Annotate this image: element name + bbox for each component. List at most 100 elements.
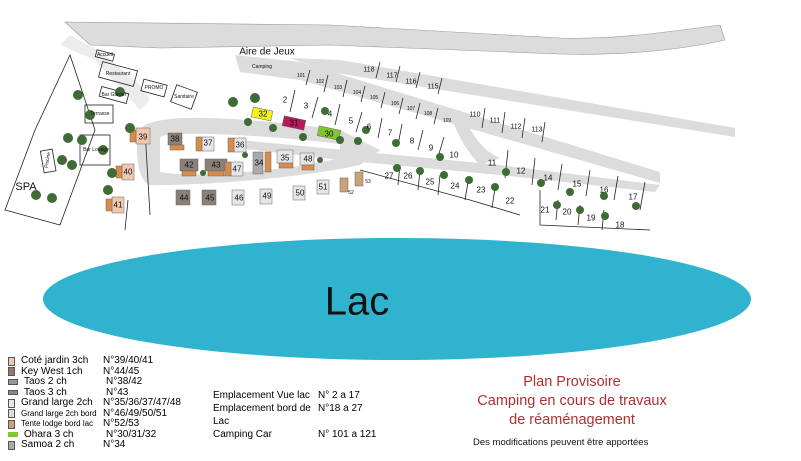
- chalet-42[interactable]: 42: [184, 160, 194, 170]
- pitch-12[interactable]: 12: [516, 166, 526, 176]
- notice-line-3: de réaménagement: [509, 412, 635, 428]
- ohara-icon: [8, 432, 18, 438]
- chalet-39[interactable]: 39: [138, 132, 148, 142]
- camper-pitch-110[interactable]: 110: [469, 111, 481, 119]
- chalet-41[interactable]: 41: [113, 200, 123, 210]
- camper-pitch-111[interactable]: 111: [489, 117, 501, 125]
- grand-large-icon: [8, 398, 15, 408]
- pitch-19[interactable]: 19: [586, 213, 596, 223]
- pitch-18[interactable]: 18: [615, 220, 625, 230]
- pitch-3[interactable]: 3: [303, 101, 309, 111]
- pitch-21[interactable]: 21: [540, 205, 550, 215]
- pitch-15[interactable]: 15: [572, 179, 582, 189]
- pitch-14[interactable]: 14: [543, 173, 553, 183]
- camper-pitch-107[interactable]: 107: [406, 106, 416, 112]
- upper-road: [290, 58, 735, 137]
- lake: [43, 238, 751, 360]
- pitch-25[interactable]: 25: [425, 177, 435, 187]
- chalet-32[interactable]: 32: [258, 109, 268, 119]
- camper-pitch-101[interactable]: 101: [296, 73, 306, 79]
- chalet-40[interactable]: 40: [123, 167, 133, 177]
- camper-pitch-113[interactable]: 113: [531, 126, 543, 134]
- pitch-26[interactable]: 26: [403, 171, 413, 181]
- chalet-46[interactable]: 46: [234, 193, 244, 203]
- camper-pitch-115[interactable]: 115: [427, 83, 439, 91]
- chalet-49[interactable]: 49: [262, 191, 272, 201]
- chalet-36[interactable]: 36: [235, 140, 245, 150]
- pitch-dividers: [289, 61, 646, 231]
- chalet-34[interactable]: 34: [254, 158, 264, 168]
- modifications-note: Des modifications peuvent être apportées: [473, 437, 649, 448]
- terrasse-label: Terrasse: [90, 111, 110, 117]
- taos-2-icon: [8, 379, 18, 386]
- chalet-53[interactable]: 53: [365, 179, 371, 185]
- bar-glacier-label: Bar Glacier: [101, 92, 127, 98]
- chalet-38[interactable]: 38: [170, 134, 180, 144]
- pitch-16[interactable]: 16: [599, 185, 609, 195]
- pitch-11[interactable]: 11: [487, 158, 497, 168]
- pitch-10[interactable]: 10: [449, 150, 459, 160]
- spa-label: SPA: [15, 181, 37, 193]
- grand-large-bord-icon: [8, 409, 15, 419]
- pitch-6[interactable]: 6: [366, 122, 372, 132]
- chalet-52[interactable]: 52: [348, 190, 354, 196]
- chalet-44[interactable]: 44: [179, 193, 189, 203]
- key-west-icon: [8, 367, 15, 377]
- buildings: [4, 49, 651, 231]
- pitch-17[interactable]: 17: [628, 192, 638, 202]
- pitch-24[interactable]: 24: [450, 181, 460, 191]
- chalet-48[interactable]: 48: [303, 154, 313, 164]
- connector-road: [450, 110, 500, 165]
- camper-pitch-104[interactable]: 104: [352, 90, 362, 96]
- camper-pitch-108[interactable]: 108: [423, 111, 433, 117]
- chalet-43[interactable]: 43: [211, 160, 221, 170]
- pitch-23[interactable]: 23: [476, 185, 486, 195]
- pitch-7[interactable]: 7: [387, 128, 393, 138]
- chalet-35[interactable]: 35: [280, 153, 290, 163]
- notice-line-1: Plan Provisoire: [523, 374, 621, 390]
- camper-pitch-102[interactable]: 102: [315, 79, 325, 85]
- pitch-4[interactable]: 4: [327, 109, 333, 119]
- provisional-plan-notice: Plan Provisoire Camping en cours de trav…: [472, 373, 672, 430]
- chalet-45[interactable]: 45: [205, 193, 215, 203]
- restaurant-label: Restaurant: [105, 71, 131, 77]
- chalet-37[interactable]: 37: [203, 138, 213, 148]
- samoa-icon: [8, 440, 15, 450]
- chalet-50[interactable]: 50: [295, 188, 305, 198]
- chalets: [105, 106, 364, 214]
- chalet-31[interactable]: 31: [289, 118, 299, 128]
- chalet-30[interactable]: 30: [324, 129, 334, 139]
- camper-pitch-112[interactable]: 112: [510, 123, 522, 131]
- pitch-27[interactable]: 27: [384, 171, 394, 181]
- chalet-47[interactable]: 47: [232, 164, 242, 174]
- pitch-22[interactable]: 22: [505, 196, 515, 206]
- camper-pitch-116[interactable]: 116: [405, 78, 417, 86]
- chalet-51[interactable]: 51: [318, 182, 328, 192]
- pitch-5[interactable]: 5: [348, 116, 354, 126]
- taos-3-icon: [8, 390, 18, 396]
- pitch-8[interactable]: 8: [409, 136, 415, 146]
- camper-pitch-106[interactable]: 106: [390, 101, 400, 107]
- camping-label: Camping: [251, 64, 273, 70]
- pitch-20[interactable]: 20: [562, 207, 572, 217]
- cote-jardin-icon: [8, 356, 15, 366]
- pitch-9[interactable]: 9: [428, 143, 434, 153]
- accueil-road: [60, 35, 150, 110]
- camper-pitch-117[interactable]: 117: [386, 72, 398, 80]
- camper-pitch-118[interactable]: 118: [363, 66, 375, 74]
- pitch-2[interactable]: 2: [282, 95, 288, 105]
- camper-pitch-109[interactable]: 109: [442, 118, 452, 124]
- camper-pitch-103[interactable]: 103: [333, 85, 343, 91]
- sanitaire-label: Sanitaire: [174, 94, 194, 100]
- camper-pitch-105[interactable]: 105: [369, 95, 379, 101]
- lake-label: Lac: [324, 279, 390, 324]
- main-road: [235, 55, 660, 183]
